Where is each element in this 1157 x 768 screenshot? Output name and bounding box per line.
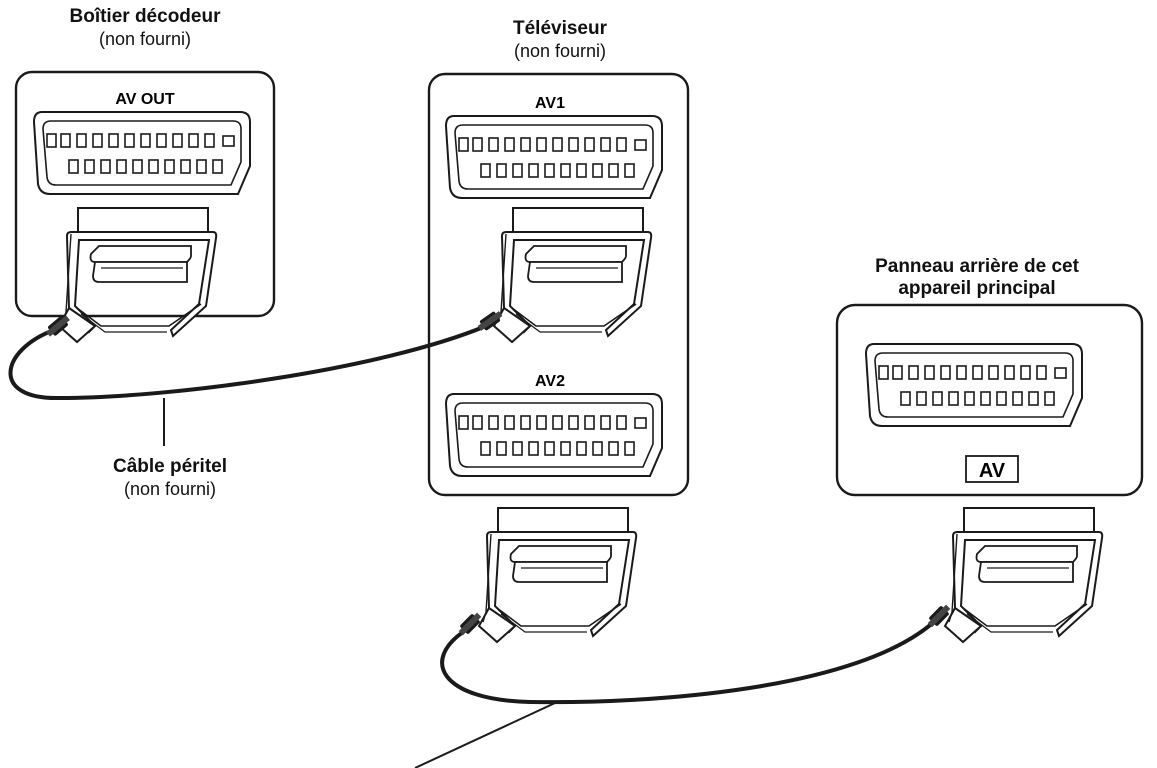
decoder-label: Boîtier décodeur (non fourni) [20, 6, 270, 50]
decoder-scart-socket [33, 111, 251, 195]
tv-port-label-2: AV2 [535, 373, 565, 390]
scart-cable-1 [8, 308, 505, 446]
tv-note: (non fourni) [513, 41, 607, 61]
tv-box: AV1 AV2 [427, 72, 690, 497]
decoder-title: Boîtier décodeur [69, 6, 221, 27]
cable-title: Câble péritel [112, 456, 228, 477]
main-unit-plug [944, 507, 1104, 643]
cable-note: (non fourni) [123, 479, 217, 499]
decoder-note: (non fourni) [98, 29, 192, 49]
main-unit-title-line2: appareil principal [898, 278, 1056, 299]
tv-port-label-1: AV1 [535, 95, 565, 112]
tv-scart-socket-1 [445, 115, 663, 199]
decoder-port-label: AV OUT [115, 91, 174, 108]
tv-label: Téléviseur (non fourni) [440, 18, 680, 62]
scart-cable-2 [414, 602, 953, 768]
tv-scart-socket-2 [445, 393, 663, 477]
tv-plug-2 [478, 507, 638, 643]
main-unit-label: Panneau arrière de cet appareil principa… [832, 256, 1122, 300]
main-unit-panel: AV [835, 303, 1144, 497]
main-unit-port-label: AV [979, 460, 1006, 482]
main-unit-title-line1: Panneau arrière de cet [875, 256, 1079, 277]
main-unit-scart-socket [865, 343, 1083, 427]
tv-title: Téléviseur [513, 18, 607, 39]
cable-label: Câble péritel (non fourni) [60, 456, 280, 500]
